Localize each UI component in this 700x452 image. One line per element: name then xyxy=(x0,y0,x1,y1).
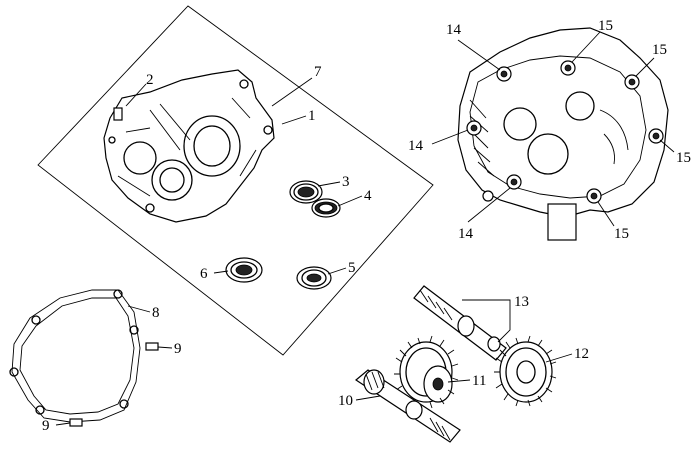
callout-14-bottom: 14 xyxy=(458,226,474,242)
gear-11 xyxy=(394,335,459,409)
oil-seal-4 xyxy=(311,198,341,218)
gasket-8 xyxy=(9,289,141,423)
callout-11: 11 xyxy=(472,373,486,389)
bearing-3 xyxy=(289,180,323,204)
callout-15-top: 15 xyxy=(598,18,613,34)
gear-12 xyxy=(494,335,557,407)
dowel-pin-9-upper xyxy=(145,342,159,351)
callout-14-middle: 14 xyxy=(408,138,424,154)
callout-15-bottom: 15 xyxy=(614,226,629,242)
callout-6: 6 xyxy=(200,266,208,282)
callout-7: 7 xyxy=(314,64,322,80)
callout-1: 1 xyxy=(308,108,316,124)
callout-4: 4 xyxy=(364,188,372,204)
callout-12: 12 xyxy=(574,346,589,362)
bearing-5 xyxy=(296,266,332,290)
callout-15-right: 15 xyxy=(676,150,691,166)
callout-10: 10 xyxy=(338,393,353,409)
callout-9-upper: 9 xyxy=(174,341,182,357)
callout-3: 3 xyxy=(342,174,350,190)
callout-13: 13 xyxy=(514,294,529,310)
callout-14-top: 14 xyxy=(446,22,462,38)
bearing-6 xyxy=(225,257,263,283)
right-crankcase-cover xyxy=(457,27,669,241)
shaft-10 xyxy=(354,369,461,443)
dowel-pin-9-lower xyxy=(69,418,83,427)
callout-2: 2 xyxy=(146,72,154,88)
assembly-frame xyxy=(37,5,434,356)
shaft-13 xyxy=(413,285,507,361)
callout-15-upper-right: 15 xyxy=(652,42,667,58)
leader-lines xyxy=(55,31,675,426)
callout-5: 5 xyxy=(348,260,356,276)
callout-8: 8 xyxy=(152,305,160,321)
callout-9-lower: 9 xyxy=(42,418,50,434)
left-crankcase-half xyxy=(103,69,275,223)
